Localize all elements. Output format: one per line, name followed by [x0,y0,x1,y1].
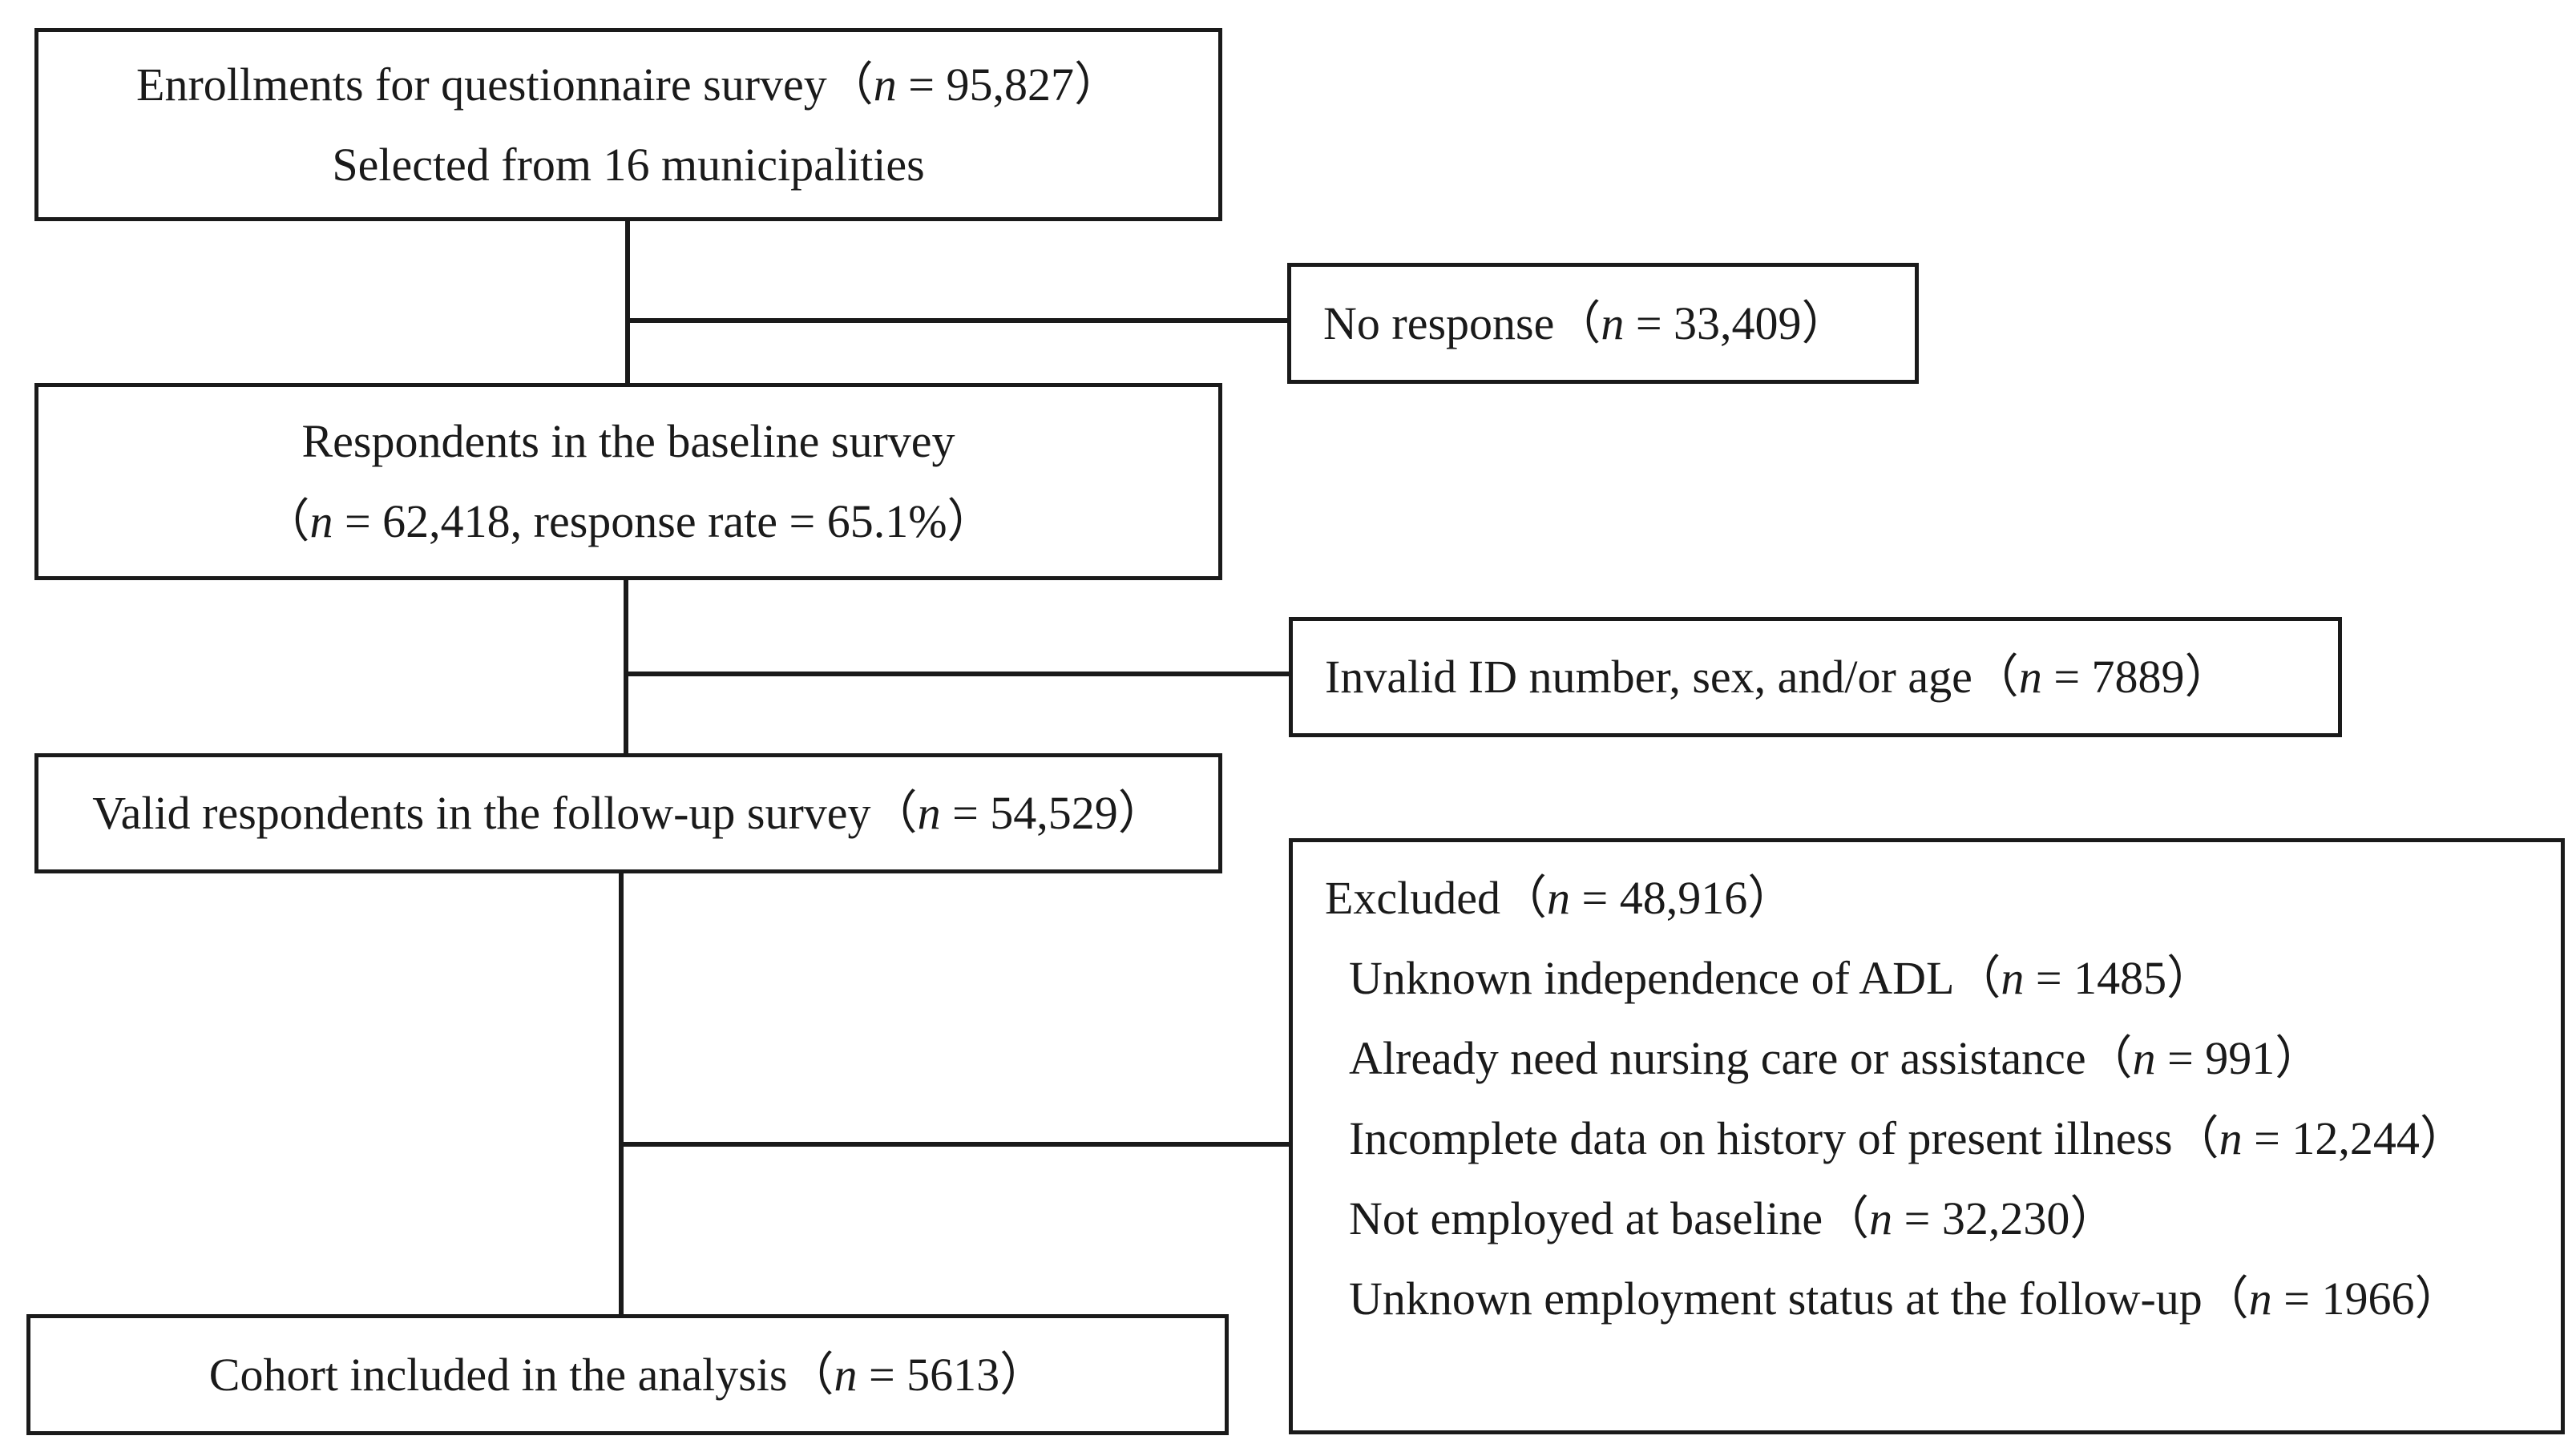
excluded-reason-adl: Unknown independence of ADL（n = 1485） [1349,952,2214,1004]
followup-text: Valid respondents in the follow-up surve… [92,787,1165,839]
enrollment-line-1: Enrollments for questionnaire survey（n =… [136,58,1120,111]
enrollment-box: Enrollments for questionnaire survey（n =… [34,28,1222,221]
baseline-line-1: Respondents in the baseline survey [301,415,955,467]
excluded-title: Excluded（n = 48,916） [1325,872,1795,924]
cohort-text: Cohort included in the analysis（n = 5613… [208,1348,1047,1401]
excluded-reason-employment-unknown: Unknown employment status at the follow-… [1349,1272,2461,1325]
excluded-reason-not-employed: Not employed at baseline（n = 32,230） [1349,1192,2117,1244]
invalid-text: Invalid ID number, sex, and/or age（n = 7… [1325,651,2231,703]
baseline-line-2: （n = 62,418, response rate = 65.1%） [263,495,994,547]
no-response-text: No response（n = 33,409） [1323,296,1848,349]
excluded-box: Excluded（n = 48,916） Unknown independenc… [1289,838,2565,1434]
cohort-box: Cohort included in the analysis（n = 5613… [26,1314,1229,1435]
enrollment-line-2: Selected from 16 municipalities [332,138,925,191]
followup-box: Valid respondents in the follow-up surve… [34,753,1222,873]
no-response-box: No response（n = 33,409） [1287,263,1919,384]
excluded-reason-illness: Incomplete data on history of present il… [1349,1112,2466,1164]
baseline-box: Respondents in the baseline survey （n = … [34,383,1222,580]
invalid-box: Invalid ID number, sex, and/or age（n = 7… [1289,617,2342,737]
excluded-reason-nursing: Already need nursing care or assistance（… [1349,1032,2322,1084]
